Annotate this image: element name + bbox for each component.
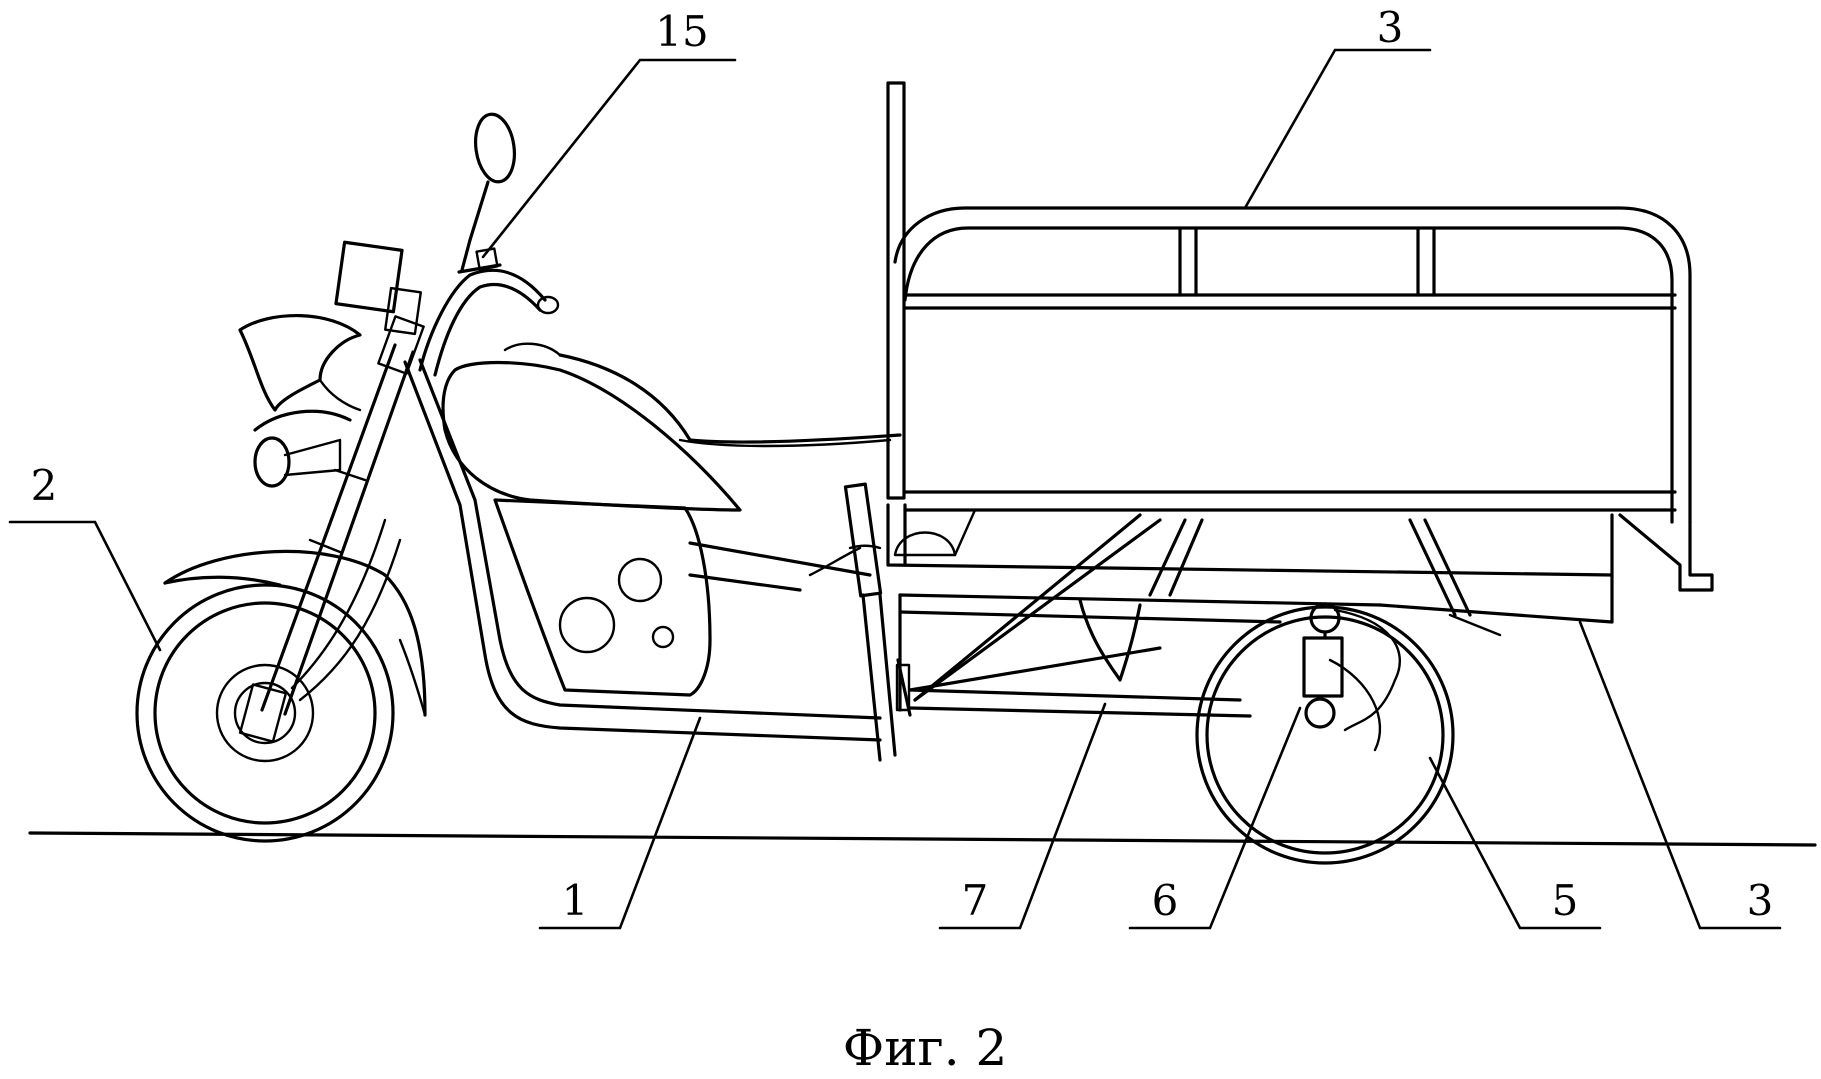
main-frame bbox=[403, 358, 882, 742]
mirror bbox=[460, 112, 517, 272]
headlight-cowl bbox=[238, 314, 362, 488]
label-axle-unit: 6 bbox=[1152, 876, 1179, 925]
figure-caption: Фиг. 2 bbox=[843, 1019, 1008, 1077]
seat-bottom bbox=[678, 438, 892, 448]
fork-brace bbox=[290, 518, 387, 690]
label-frame: 1 bbox=[562, 876, 589, 925]
cargo-box bbox=[886, 81, 1714, 624]
ground-line bbox=[28, 831, 1817, 847]
seat bbox=[558, 353, 902, 444]
engine-cover bbox=[493, 498, 712, 697]
instrument-box bbox=[334, 240, 422, 336]
leader-lines bbox=[8, 48, 1782, 930]
label-rear-wheel: 5 bbox=[1552, 876, 1579, 925]
front-fender bbox=[163, 549, 427, 717]
subframe bbox=[895, 513, 1502, 718]
front-wheel bbox=[135, 583, 395, 843]
front-fork bbox=[260, 315, 425, 716]
label-cargo-box-top: 3 bbox=[1377, 3, 1404, 52]
rear-wheel bbox=[1195, 605, 1455, 865]
label-steering-control: 15 bbox=[655, 7, 708, 56]
lever bbox=[808, 482, 897, 762]
fork-brace-2 bbox=[298, 538, 402, 702]
handlebar bbox=[418, 247, 560, 377]
label-cargo-box-bottom: 3 bbox=[1747, 876, 1774, 925]
label-subframe: 7 bbox=[962, 876, 989, 925]
axle-unit bbox=[1302, 602, 1344, 729]
fuel-tank bbox=[441, 342, 742, 512]
label-front-wheel: 2 bbox=[31, 461, 58, 510]
